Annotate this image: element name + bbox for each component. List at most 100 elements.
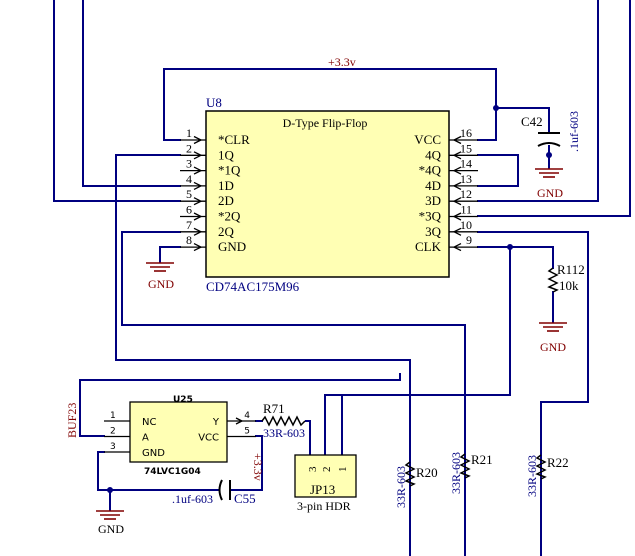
u8-pin-num: 1 bbox=[186, 126, 192, 140]
r22-value: 33R-603 bbox=[525, 455, 539, 497]
u8-pin-num: 9 bbox=[466, 233, 472, 247]
c42-capacitor[interactable]: C42 .1uf-603 bbox=[521, 111, 581, 152]
r21-refdes: R21 bbox=[471, 452, 493, 467]
u25-pin-num: 3 bbox=[110, 442, 116, 452]
r22-resistor[interactable]: R22 33R-603 bbox=[525, 454, 569, 497]
u8-pin-name: *4Q bbox=[419, 163, 442, 178]
wire-3d bbox=[477, 0, 599, 202]
wire-1q bbox=[115, 154, 411, 556]
wire-3q bbox=[477, 0, 631, 217]
u8-pin-3: 3*1Q bbox=[180, 157, 241, 178]
u8-pin-name: *CLR bbox=[218, 132, 250, 147]
jp13-value: 3-pin HDR bbox=[297, 499, 351, 513]
u8-pin-6: 6*2Q bbox=[180, 203, 241, 224]
r20-refdes: R20 bbox=[416, 465, 438, 480]
u8-pin-5: 5 2D bbox=[180, 187, 234, 208]
u8-pin-name: *1Q bbox=[218, 163, 241, 178]
gnd-symbol-r112: GND bbox=[539, 322, 567, 354]
c55-capacitor[interactable]: .1uf-603 C55 bbox=[172, 479, 256, 506]
u8-refdes: U8 bbox=[206, 95, 222, 110]
u8-pin-name: 4Q bbox=[425, 147, 442, 162]
u8-pin-num: 16 bbox=[460, 126, 472, 140]
u25-pin-name: Y bbox=[212, 417, 220, 428]
r71-value: 33R-603 bbox=[263, 426, 305, 440]
u8-pin-name: *2Q bbox=[218, 209, 241, 224]
junctions bbox=[107, 105, 552, 493]
u8-pin-num: 15 bbox=[460, 141, 472, 155]
u25-pin-num: 4 bbox=[244, 411, 250, 421]
r112-resistor[interactable]: R112 10k bbox=[547, 262, 585, 293]
jp13-refdes: JP13 bbox=[310, 482, 335, 497]
u8-pin-14: 14 *4Q bbox=[419, 157, 478, 178]
gnd-label-c42: GND bbox=[537, 186, 563, 200]
u8-pin-name: 3Q bbox=[425, 224, 442, 239]
r22-refdes: R22 bbox=[547, 455, 569, 470]
u8-pin-name: 2Q bbox=[218, 224, 235, 239]
wire-vcc-rail bbox=[163, 68, 497, 141]
u8-pin-name: *3Q bbox=[419, 209, 442, 224]
r71-resistor[interactable]: R71 33R-603 bbox=[261, 401, 306, 440]
u25-body bbox=[129, 401, 228, 463]
junction-u25-gnd bbox=[107, 487, 113, 493]
wire-clk-r112 bbox=[509, 246, 554, 269]
u25-pin-name: A bbox=[142, 433, 149, 444]
wire-2d bbox=[53, 0, 181, 202]
wire-buf23 bbox=[79, 373, 401, 437]
gnd-symbol-u25: GND bbox=[96, 510, 124, 536]
gnd-label-u8: GND bbox=[148, 277, 174, 291]
junction-c42-gnd bbox=[546, 152, 552, 158]
gnd-symbol-u8: GND bbox=[146, 262, 174, 291]
u8-pin-num: 8 bbox=[186, 233, 192, 247]
u8-pin-10: 10 3Q bbox=[425, 218, 478, 239]
u25-part: 74LVC1G04 bbox=[144, 467, 201, 477]
wire-u8-gnd bbox=[159, 246, 181, 263]
u25-pin-name: NC bbox=[142, 417, 156, 428]
junction-clk bbox=[507, 244, 513, 250]
u8-pin-9: 9 CLK bbox=[415, 233, 478, 254]
u8-body bbox=[205, 110, 450, 278]
r21-value: 33R-603 bbox=[449, 452, 463, 494]
vcc-net-label-rotated: +3.3v bbox=[251, 453, 265, 481]
u25-pin-name: VCC bbox=[198, 433, 219, 444]
c55-refdes: C55 bbox=[234, 491, 256, 506]
r112-refdes: R112 bbox=[557, 262, 585, 277]
u8-pin-11: 11 *3Q bbox=[419, 203, 478, 224]
u8-pin-1: 1 *CLR bbox=[180, 126, 250, 147]
wire-clk-down bbox=[324, 246, 511, 456]
c42-refdes: C42 bbox=[521, 114, 543, 129]
r21-resistor[interactable]: R21 33R-603 bbox=[449, 452, 493, 494]
u25-pin-name: GND bbox=[142, 448, 165, 459]
u8-pin-name: CLK bbox=[415, 239, 442, 254]
u8-pin-name: 3D bbox=[425, 193, 441, 208]
gnd-symbol-c42: GND bbox=[535, 168, 563, 200]
wire-u25-vcc bbox=[229, 435, 263, 491]
wires bbox=[53, 0, 631, 556]
u8-pin-num: 5 bbox=[186, 187, 192, 201]
u8-pin-num: 4 bbox=[186, 172, 192, 186]
wire-2q bbox=[121, 231, 466, 556]
jp13-header[interactable]: 3 2 1 JP13 3-pin HDR bbox=[294, 454, 357, 513]
r20-value: 33R-603 bbox=[394, 466, 408, 508]
u8-pin-name: 2D bbox=[218, 193, 234, 208]
u8-pin-num: 14 bbox=[460, 157, 472, 171]
u8-pin-num: 11 bbox=[460, 203, 472, 217]
wire-1d bbox=[82, 0, 181, 187]
wire-pin10-r22 bbox=[477, 231, 589, 556]
junction-vcc bbox=[493, 105, 499, 111]
u8-pin-num: 10 bbox=[460, 218, 472, 232]
r20-resistor[interactable]: R20 33R-603 bbox=[394, 461, 438, 508]
u25-refdes: U25 bbox=[173, 395, 193, 405]
wire-jp13-pin1 bbox=[329, 394, 343, 456]
